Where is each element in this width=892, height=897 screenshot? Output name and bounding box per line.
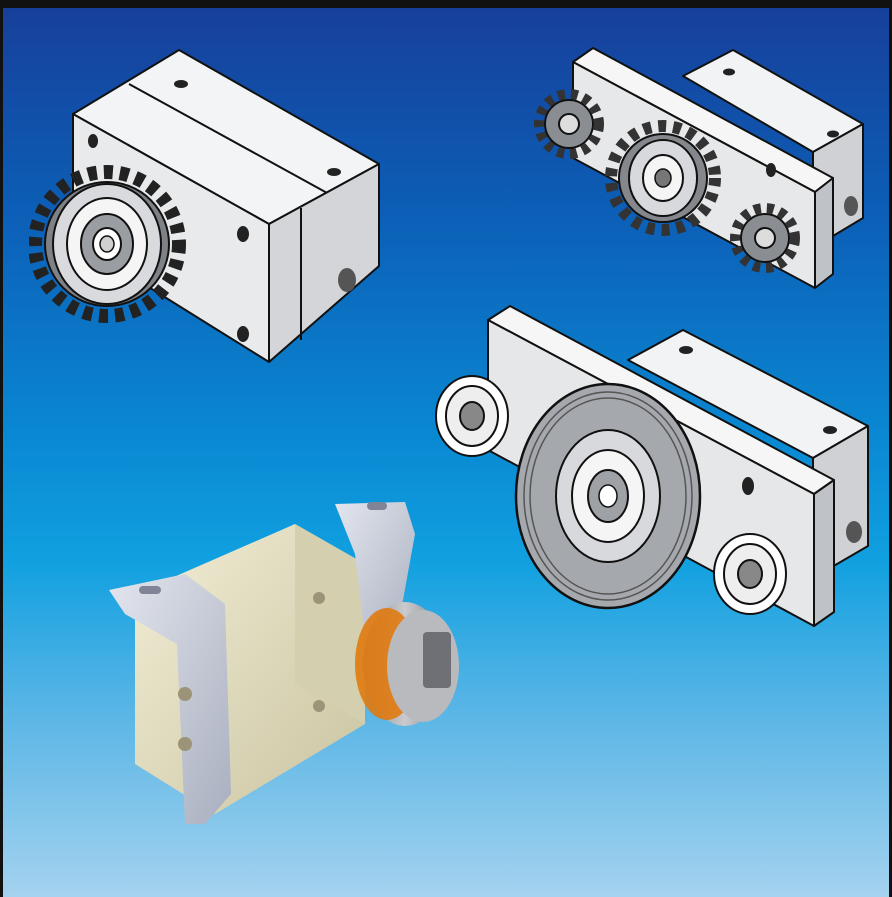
bracket-mounted-tensioner-image	[105, 494, 465, 844]
pulley-icon	[435, 305, 869, 627]
sprocket-tensioner-image	[29, 44, 389, 374]
pulley-tensioner-image	[428, 300, 878, 635]
triple-sprocket-tensioner-image	[533, 28, 878, 293]
sprocket-icon	[29, 49, 380, 363]
sprocket-icon	[534, 47, 864, 289]
bracket-icon	[109, 502, 459, 824]
